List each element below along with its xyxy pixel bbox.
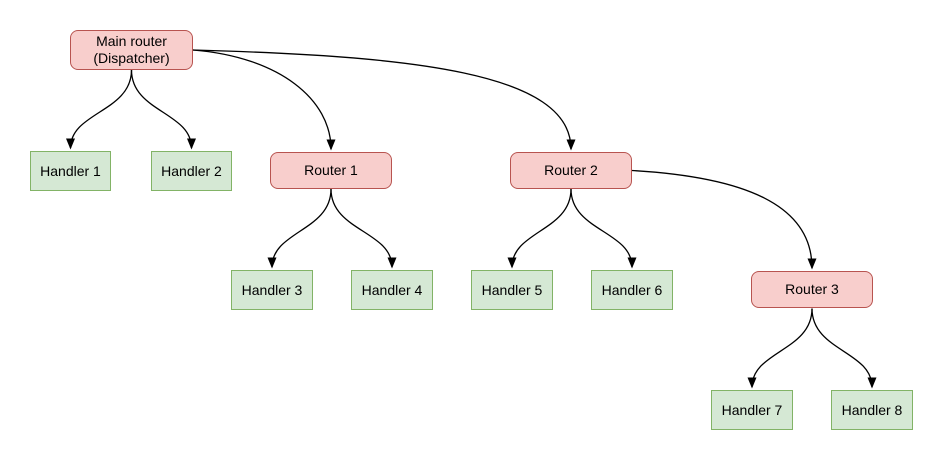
edge-main-router-to-router-2 xyxy=(192,49,576,151)
node-handler-3-label: Handler 3 xyxy=(241,281,303,298)
edge-router-2-to-handler-5 xyxy=(507,188,572,269)
node-main-router-label-line2: (Dispatcher) xyxy=(93,50,170,66)
node-handler-6-label: Handler 6 xyxy=(601,281,663,298)
node-handler-3: Handler 3 xyxy=(231,270,313,310)
node-router-3: Router 3 xyxy=(751,271,873,308)
node-handler-5-label: Handler 5 xyxy=(481,281,543,298)
node-router-2-label: Router 2 xyxy=(544,162,598,178)
node-router-1: Router 1 xyxy=(270,152,392,189)
edge-router-2-to-router-3 xyxy=(631,169,817,270)
edge-main-router-to-handler-2 xyxy=(130,69,196,150)
node-handler-1: Handler 1 xyxy=(30,151,111,191)
node-handler-4: Handler 4 xyxy=(351,270,433,310)
node-handler-4-label: Handler 4 xyxy=(361,281,423,298)
edge-router-3-to-handler-7 xyxy=(747,308,813,389)
node-main-router: Main router (Dispatcher) xyxy=(70,30,193,70)
edge-router-2-to-handler-6 xyxy=(570,188,637,269)
node-main-router-label-line1: Main router xyxy=(96,33,167,49)
edge-router-1-to-handler-4 xyxy=(330,188,397,269)
node-handler-2-label: Handler 2 xyxy=(161,162,222,179)
edge-router-1-to-handler-3 xyxy=(267,188,332,269)
node-handler-6: Handler 6 xyxy=(591,270,673,310)
node-handler-8-label: Handler 8 xyxy=(841,401,903,418)
node-handler-7: Handler 7 xyxy=(711,390,793,430)
edge-router-3-to-handler-8 xyxy=(811,308,877,389)
node-router-3-label: Router 3 xyxy=(785,281,839,297)
node-router-2: Router 2 xyxy=(510,152,632,189)
edge-main-router-to-handler-1 xyxy=(66,69,133,150)
node-handler-7-label: Handler 7 xyxy=(721,401,783,418)
node-handler-8: Handler 8 xyxy=(831,390,913,430)
edge-main-router-to-router-1 xyxy=(192,49,336,151)
node-handler-5: Handler 5 xyxy=(471,270,553,310)
node-handler-1-label: Handler 1 xyxy=(40,162,101,179)
node-router-1-label: Router 1 xyxy=(304,162,358,178)
node-handler-2: Handler 2 xyxy=(151,151,232,191)
